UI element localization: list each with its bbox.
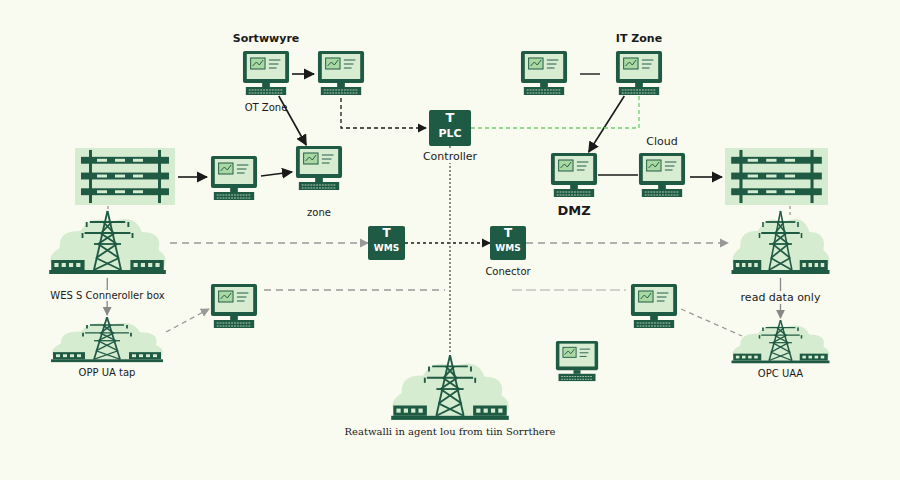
connector <box>598 174 638 175</box>
node-caption: DMZ <box>494 204 654 219</box>
link-line <box>580 73 600 74</box>
server-rack <box>725 148 828 205</box>
tower-icon <box>728 318 833 366</box>
node-caption: OT Zone <box>186 102 346 114</box>
connector <box>589 96 625 152</box>
node-caption: OPC UAA <box>721 368 841 380</box>
server-rack <box>75 148 175 205</box>
node-caption: Controller <box>405 151 495 164</box>
node-caption: IT Zone <box>559 33 719 46</box>
node-label: T <box>370 111 530 126</box>
node-caption: Cloud <box>582 136 742 149</box>
process-box: TWMS <box>368 226 405 260</box>
node-caption: zone <box>239 207 399 219</box>
workstation-node: Cloud <box>638 152 686 198</box>
flow-arrow <box>261 172 292 176</box>
workstation-icon <box>638 152 686 198</box>
connector <box>405 242 490 243</box>
flow-arrow <box>166 309 209 332</box>
workstation-icon <box>631 284 677 328</box>
node-label: WMS <box>307 243 467 253</box>
node-label: T <box>428 227 588 241</box>
workstation-icon <box>211 284 257 328</box>
tower-node: WES S Conneroller box <box>45 208 170 278</box>
flow-arrow <box>341 98 426 128</box>
link-line <box>681 309 742 336</box>
workstation-node: IT Zone <box>615 50 663 96</box>
process-box: TPLCController <box>429 110 471 146</box>
workstation-node: DMZ <box>550 152 598 198</box>
tower-node: OPP UA tap <box>47 315 167 365</box>
connector <box>170 242 368 243</box>
connector <box>449 146 450 352</box>
connector <box>471 96 639 128</box>
tower-icon <box>45 208 170 278</box>
label-backdrop: read data only <box>739 291 823 304</box>
flow-arrow <box>178 176 207 178</box>
node-caption: WES S Conneroller box <box>18 290 198 302</box>
workstation-icon <box>242 50 290 96</box>
node-caption: Reatwalli in agent lou from tiin Sorrthe… <box>300 426 600 438</box>
node-label: PLC <box>370 128 530 141</box>
tower-icon <box>728 208 833 278</box>
label-backdrop: WES S Conneroller box <box>48 290 166 301</box>
tower-node: Reatwalli in agent lou from tiin Sorrthe… <box>387 352 513 424</box>
workstation-icon <box>556 341 598 381</box>
link-line <box>789 206 790 216</box>
tower-node: read data only <box>728 208 833 278</box>
flow-arrow <box>292 73 314 75</box>
workstation-icon <box>615 50 663 96</box>
workstation-icon <box>211 156 257 200</box>
tower-icon <box>387 352 513 424</box>
workstation-icon <box>550 152 598 198</box>
workstation-icon <box>318 51 364 95</box>
flow-arrow <box>690 176 722 178</box>
connector <box>526 242 728 243</box>
workstation-icon <box>521 51 567 95</box>
node-caption: Sortwwyre <box>186 33 346 46</box>
label-backdrop: Controller <box>421 150 479 163</box>
node-caption: Conector <box>463 266 553 278</box>
link-line <box>264 289 445 290</box>
node-label: T <box>307 227 467 241</box>
link-line <box>512 289 626 290</box>
workstation-icon <box>295 145 343 191</box>
workstation-node: zone <box>295 145 343 191</box>
node-caption: read data only <box>711 292 851 305</box>
workstation-node: SortwwyreOT Zone <box>242 50 290 96</box>
tower-icon <box>47 315 167 365</box>
process-box: TWMSConector <box>490 226 526 260</box>
node-caption: OPP UA tap <box>42 367 172 379</box>
tower-node: OPC UAA <box>728 318 833 366</box>
node-label: WMS <box>428 243 588 253</box>
